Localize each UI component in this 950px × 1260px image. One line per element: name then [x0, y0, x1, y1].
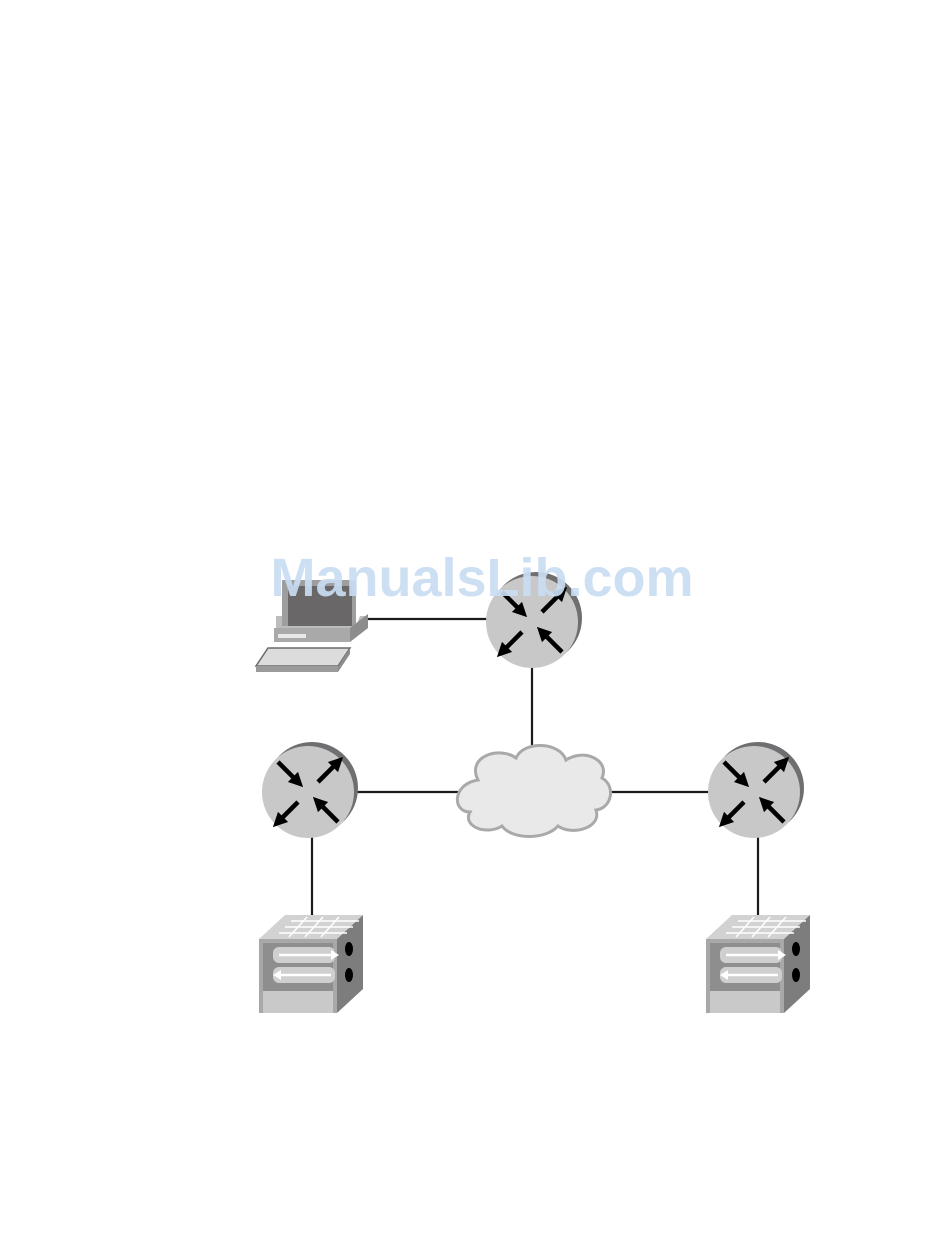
- firewall-left-icon: [259, 915, 363, 1013]
- watermark-text: ManualsLib.com: [270, 548, 693, 608]
- cloud-icon: [457, 745, 610, 836]
- router-right-icon: [708, 742, 804, 838]
- router-left-icon: [262, 742, 358, 838]
- firewall-right-icon: [706, 915, 810, 1013]
